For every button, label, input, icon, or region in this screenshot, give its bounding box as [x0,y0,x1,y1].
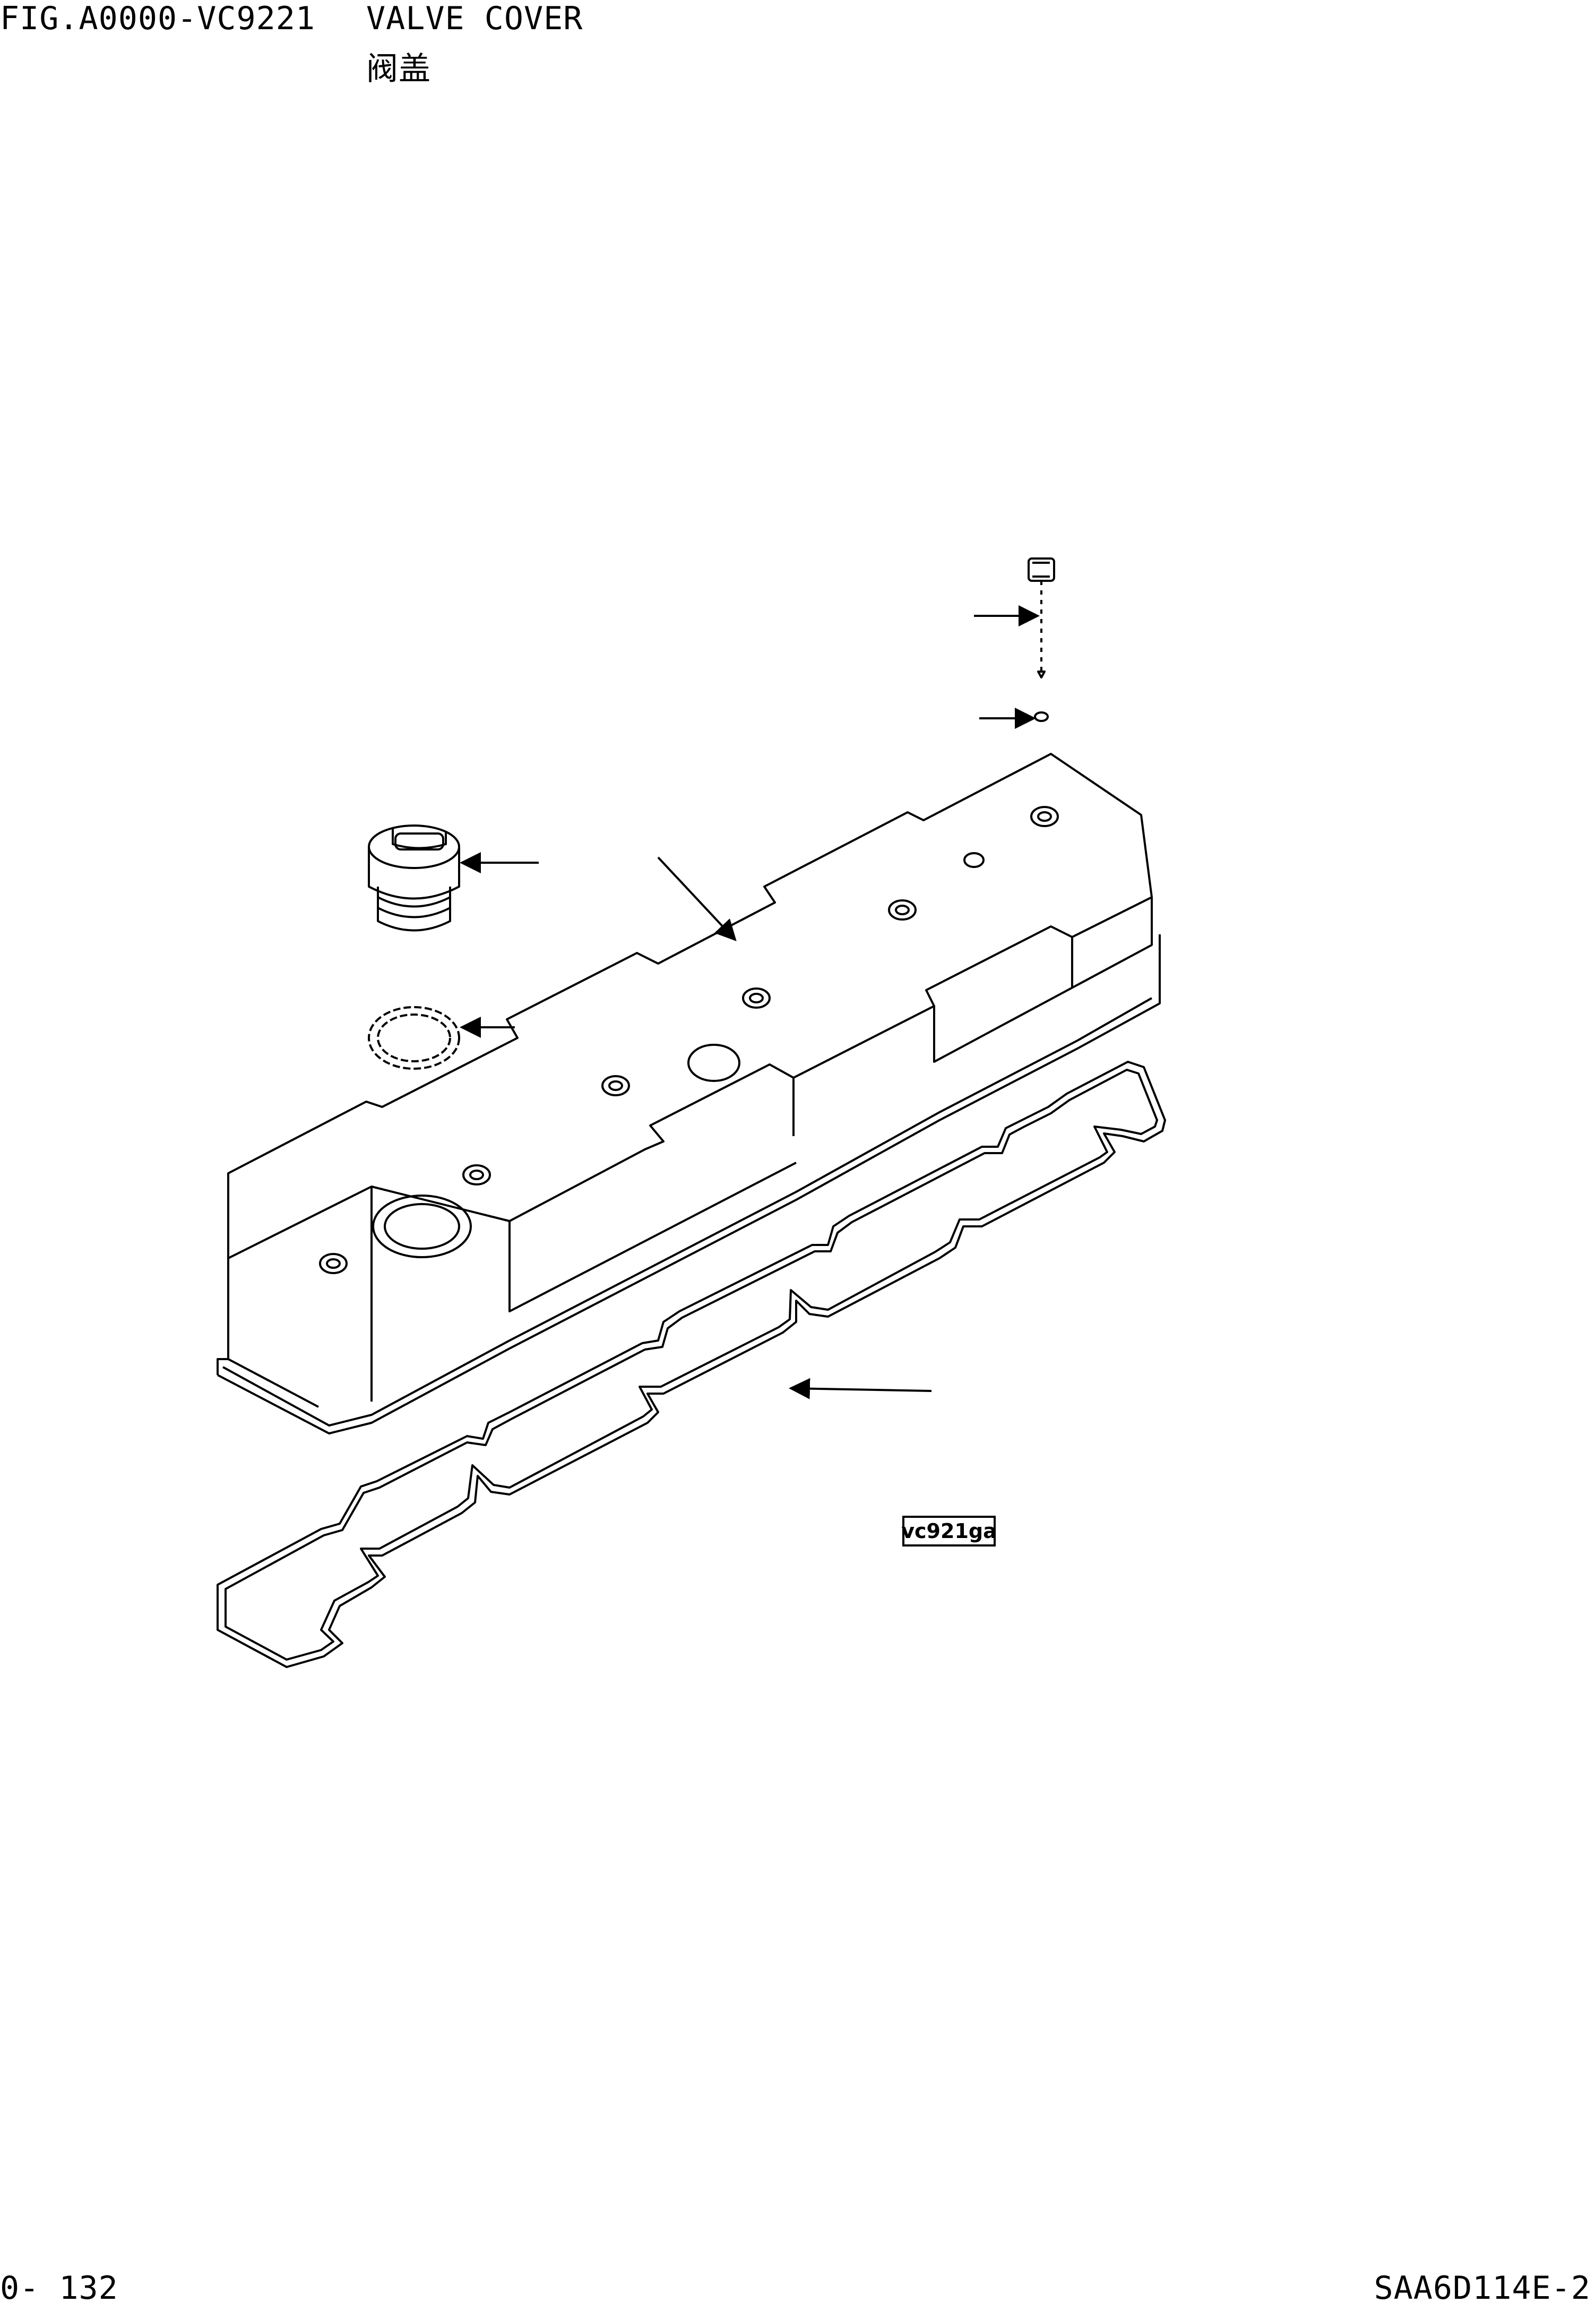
gasket-part [217,1061,1166,1668]
washer-part [1034,711,1049,722]
bolt-part [1028,557,1055,678]
o-ring-part [368,1006,460,1070]
valve-cover-part [217,753,1161,1434]
page-number: 0- 132 [0,2270,118,2307]
page-title-cn: 阀盖 [366,50,431,88]
figure-id: FIG.A0000-VC9221 [0,0,315,37]
model-code: SAA6D114E-2 [1374,2270,1591,2307]
page-title: VALVE COVER [366,0,583,37]
oil-filler-cap-part [368,824,460,932]
reference-tag: vc921ga [901,1516,997,1547]
gasket-leader-line [789,1378,932,1399]
valve-cover-leader-line [657,856,737,941]
